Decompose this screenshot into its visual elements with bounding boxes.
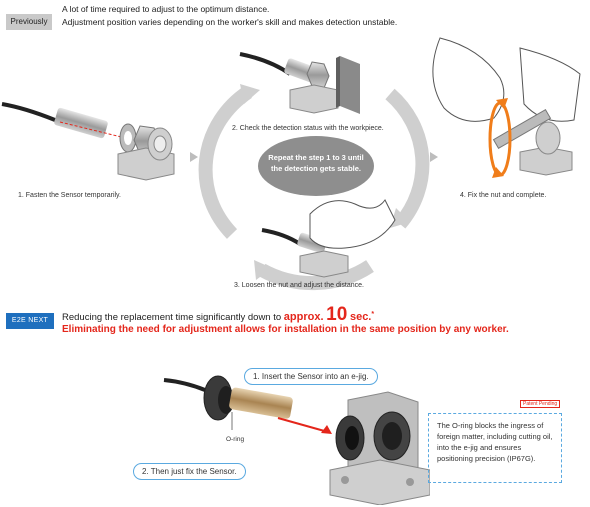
callout-insert-sensor: 1. Insert the Sensor into an e-jig. <box>244 368 378 385</box>
step2-caption: 2. Check the detection status with the w… <box>232 125 384 132</box>
repeat-badge <box>258 136 374 196</box>
previously-line-2: Adjustment position varies depending on … <box>62 17 398 27</box>
step3-hand-sensor <box>261 199 396 278</box>
cycle-arrows <box>198 84 430 291</box>
next-approx: approx. <box>283 311 324 323</box>
step1-sensor <box>1 102 175 181</box>
previously-tag: Previously <box>6 14 52 30</box>
next-line-1-pre: Reducing the replacement time significan… <box>62 312 284 323</box>
oring-note-box: The O-ring blocks the ingress of foreign… <box>428 413 562 483</box>
flow-arrow-1 <box>190 152 198 162</box>
next-unit: sec. <box>349 311 372 323</box>
next-line-1: Reducing the replacement time significan… <box>62 304 374 326</box>
step4-hands-wrench <box>432 37 581 178</box>
step1-caption: 1. Fasten the Sensor temporarily. <box>18 192 121 199</box>
step2-sensor-workpiece <box>239 52 360 114</box>
next-tag: E2E NEXT <box>6 313 54 329</box>
callout-fix-sensor: 2. Then just fix the Sensor. <box>133 463 246 480</box>
step4-caption: 4. Fix the nut and complete. <box>460 192 547 199</box>
next-footnote-mark: * <box>371 310 375 318</box>
oring-label: O-ring <box>226 436 245 443</box>
flow-arrow-2 <box>430 152 438 162</box>
next-number: 10 <box>326 304 348 325</box>
oring-note-text: The O-ring blocks the ingress of foreign… <box>437 421 553 463</box>
new-method-illustration <box>163 375 430 505</box>
patent-pending-badge: Patent Pending <box>520 400 561 408</box>
next-line-2: Eliminating the need for adjustment allo… <box>62 324 509 335</box>
previously-illustration <box>1 37 581 291</box>
step3-caption: 3. Loosen the nut and adjust the distanc… <box>234 282 364 289</box>
previously-line-1: A lot of time required to adjust to the … <box>62 4 270 14</box>
repeat-text: Repeat the step 1 to 3 until the detecti… <box>268 153 364 173</box>
